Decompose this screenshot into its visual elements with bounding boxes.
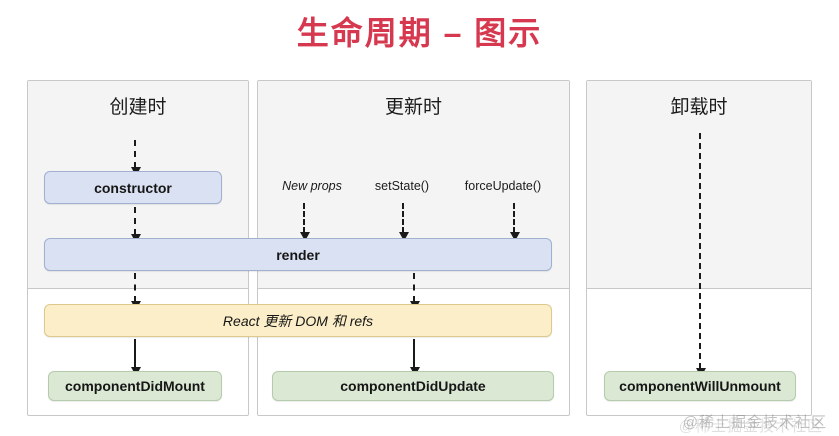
trigger-label-new-props: New props xyxy=(282,179,342,193)
arrow-forceupdate-to-render xyxy=(510,203,520,241)
trigger-label-forceupdate: forceUpdate() xyxy=(464,179,542,193)
box-react-commit[interactable]: React 更新 DOM 和 refs xyxy=(44,304,552,337)
page-title: 生命周期 – 图示 xyxy=(296,15,543,51)
arrow-commit-to-did-update xyxy=(410,339,420,376)
box-component-did-mount[interactable]: componentDidMount xyxy=(48,371,222,401)
box-component-will-unmount[interactable]: componentWillUnmount xyxy=(604,371,796,401)
arrow-title-to-constructor xyxy=(131,140,141,176)
panel-mount-title: 创建时 xyxy=(109,97,167,118)
arrow-commit-to-did-mount xyxy=(131,339,141,376)
panel-update-title: 更新时 xyxy=(384,97,442,118)
box-render[interactable]: render xyxy=(44,238,552,271)
arrow-constructor-to-render xyxy=(131,207,141,243)
arrow-setstate-to-render xyxy=(399,203,409,241)
arrow-new-props-to-render xyxy=(300,203,310,241)
arrow-title-to-will-unmount xyxy=(696,133,706,377)
watermark-shadow: @稀土掘金技术社区 xyxy=(678,418,823,435)
arrow-render-to-commit-update xyxy=(410,273,420,310)
trigger-label-setstate: setState() xyxy=(374,179,430,193)
box-component-did-update[interactable]: componentDidUpdate xyxy=(272,371,554,401)
panel-unmount-title: 卸载时 xyxy=(670,97,728,118)
arrow-render-to-commit-mount xyxy=(131,273,141,310)
box-constructor[interactable]: constructor xyxy=(44,171,222,204)
watermark: @稀土掘金技术社区 xyxy=(682,414,827,431)
